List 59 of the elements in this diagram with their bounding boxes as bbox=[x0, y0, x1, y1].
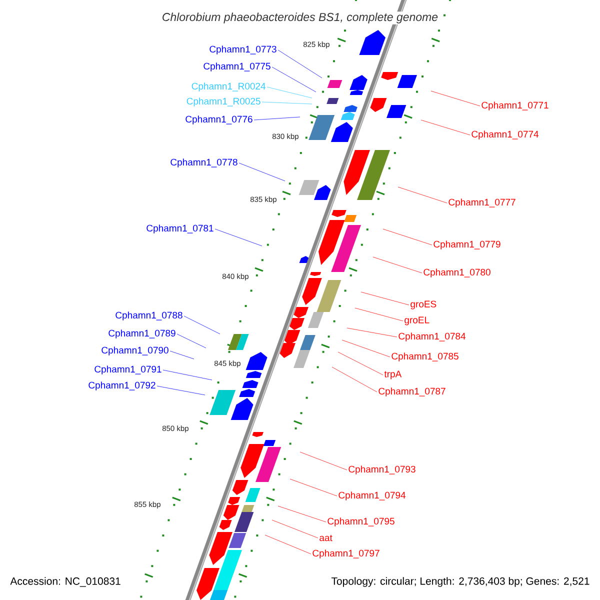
leader-line bbox=[238, 162, 286, 182]
leader-line bbox=[162, 370, 212, 380]
gene-label: Cphamn1_0777 bbox=[448, 198, 516, 208]
gene-label: Cphamn1_0793 bbox=[348, 466, 416, 474]
gene-label: Cphamn1_R0024 bbox=[192, 82, 266, 92]
gene-label: Cphamn1_R0025 bbox=[186, 98, 260, 106]
gene-label: Cphamn1_0778 bbox=[170, 158, 238, 168]
gene-label: Cphamn1_0792 bbox=[88, 382, 156, 390]
gene-label: Cphamn1_0773 bbox=[210, 46, 276, 54]
leader-line bbox=[184, 316, 220, 334]
gene-label: Cphamn1_0771 bbox=[482, 102, 548, 110]
leader-line bbox=[214, 228, 262, 246]
leader-line bbox=[254, 116, 300, 120]
leader-line bbox=[264, 534, 312, 554]
leader-line bbox=[338, 352, 384, 376]
gene-label: Cphamn1_0795 bbox=[328, 518, 394, 526]
leader-line bbox=[262, 102, 312, 104]
gene-label: trpA bbox=[384, 370, 402, 380]
gene-label: Cphamn1_0785 bbox=[392, 352, 458, 362]
gene-label: groES bbox=[410, 300, 436, 310]
gene-label: Cphamn1_0779 bbox=[434, 240, 500, 250]
title: Chlorobium phaeobacteroides BS1, complete genome bbox=[160, 12, 440, 24]
leader-line bbox=[354, 308, 404, 322]
leader-line bbox=[360, 292, 410, 306]
genome-info-label: Topology: circular; Length: 2,736,403 bp; Genes: 2,521 bbox=[331, 577, 590, 587]
leader-line bbox=[430, 90, 480, 106]
gene-label: groEL bbox=[404, 316, 430, 326]
leader-line bbox=[420, 120, 470, 136]
leader-line bbox=[300, 452, 348, 470]
leader-line bbox=[156, 386, 206, 396]
leader-line bbox=[176, 334, 206, 348]
gene-label: aat bbox=[320, 534, 332, 542]
gene-label: Cphamn1_0789 bbox=[108, 330, 176, 338]
leader-line bbox=[382, 228, 432, 246]
gene-label: Cphamn1_0788 bbox=[116, 312, 182, 320]
leader-line bbox=[170, 350, 194, 360]
leader-line bbox=[372, 256, 422, 274]
leader-line bbox=[278, 506, 326, 522]
leader-line bbox=[342, 340, 390, 358]
gene-label: Cphamn1_0794 bbox=[338, 492, 406, 500]
leader-line bbox=[332, 366, 378, 392]
gene-label: Cphamn1_0797 bbox=[312, 550, 380, 558]
gene-label: Cphamn1_0774 bbox=[472, 130, 539, 140]
leader-line bbox=[346, 328, 398, 338]
leader-line bbox=[266, 86, 312, 98]
gene-label: Cphamn1_0784 bbox=[398, 332, 466, 342]
leader-line bbox=[272, 66, 316, 92]
gene-label: Cphamn1_0787 bbox=[378, 388, 446, 396]
gene-label: Cphamn1_0791 bbox=[94, 366, 162, 374]
gene-label: Cphamn1_0790 bbox=[102, 346, 168, 356]
leader-line bbox=[272, 520, 318, 538]
gene-label: Cphamn1_0775 bbox=[204, 62, 270, 72]
leader-line bbox=[290, 478, 338, 496]
gene-label: Cphamn1_0780 bbox=[424, 268, 490, 278]
leader-line bbox=[278, 50, 322, 78]
gene-label: Cphamn1_0781 bbox=[146, 224, 214, 234]
accession-label: Accession: NC_010831 bbox=[10, 577, 120, 587]
leader-line bbox=[398, 186, 448, 204]
gene-label: Cphamn1_0776 bbox=[186, 116, 252, 124]
